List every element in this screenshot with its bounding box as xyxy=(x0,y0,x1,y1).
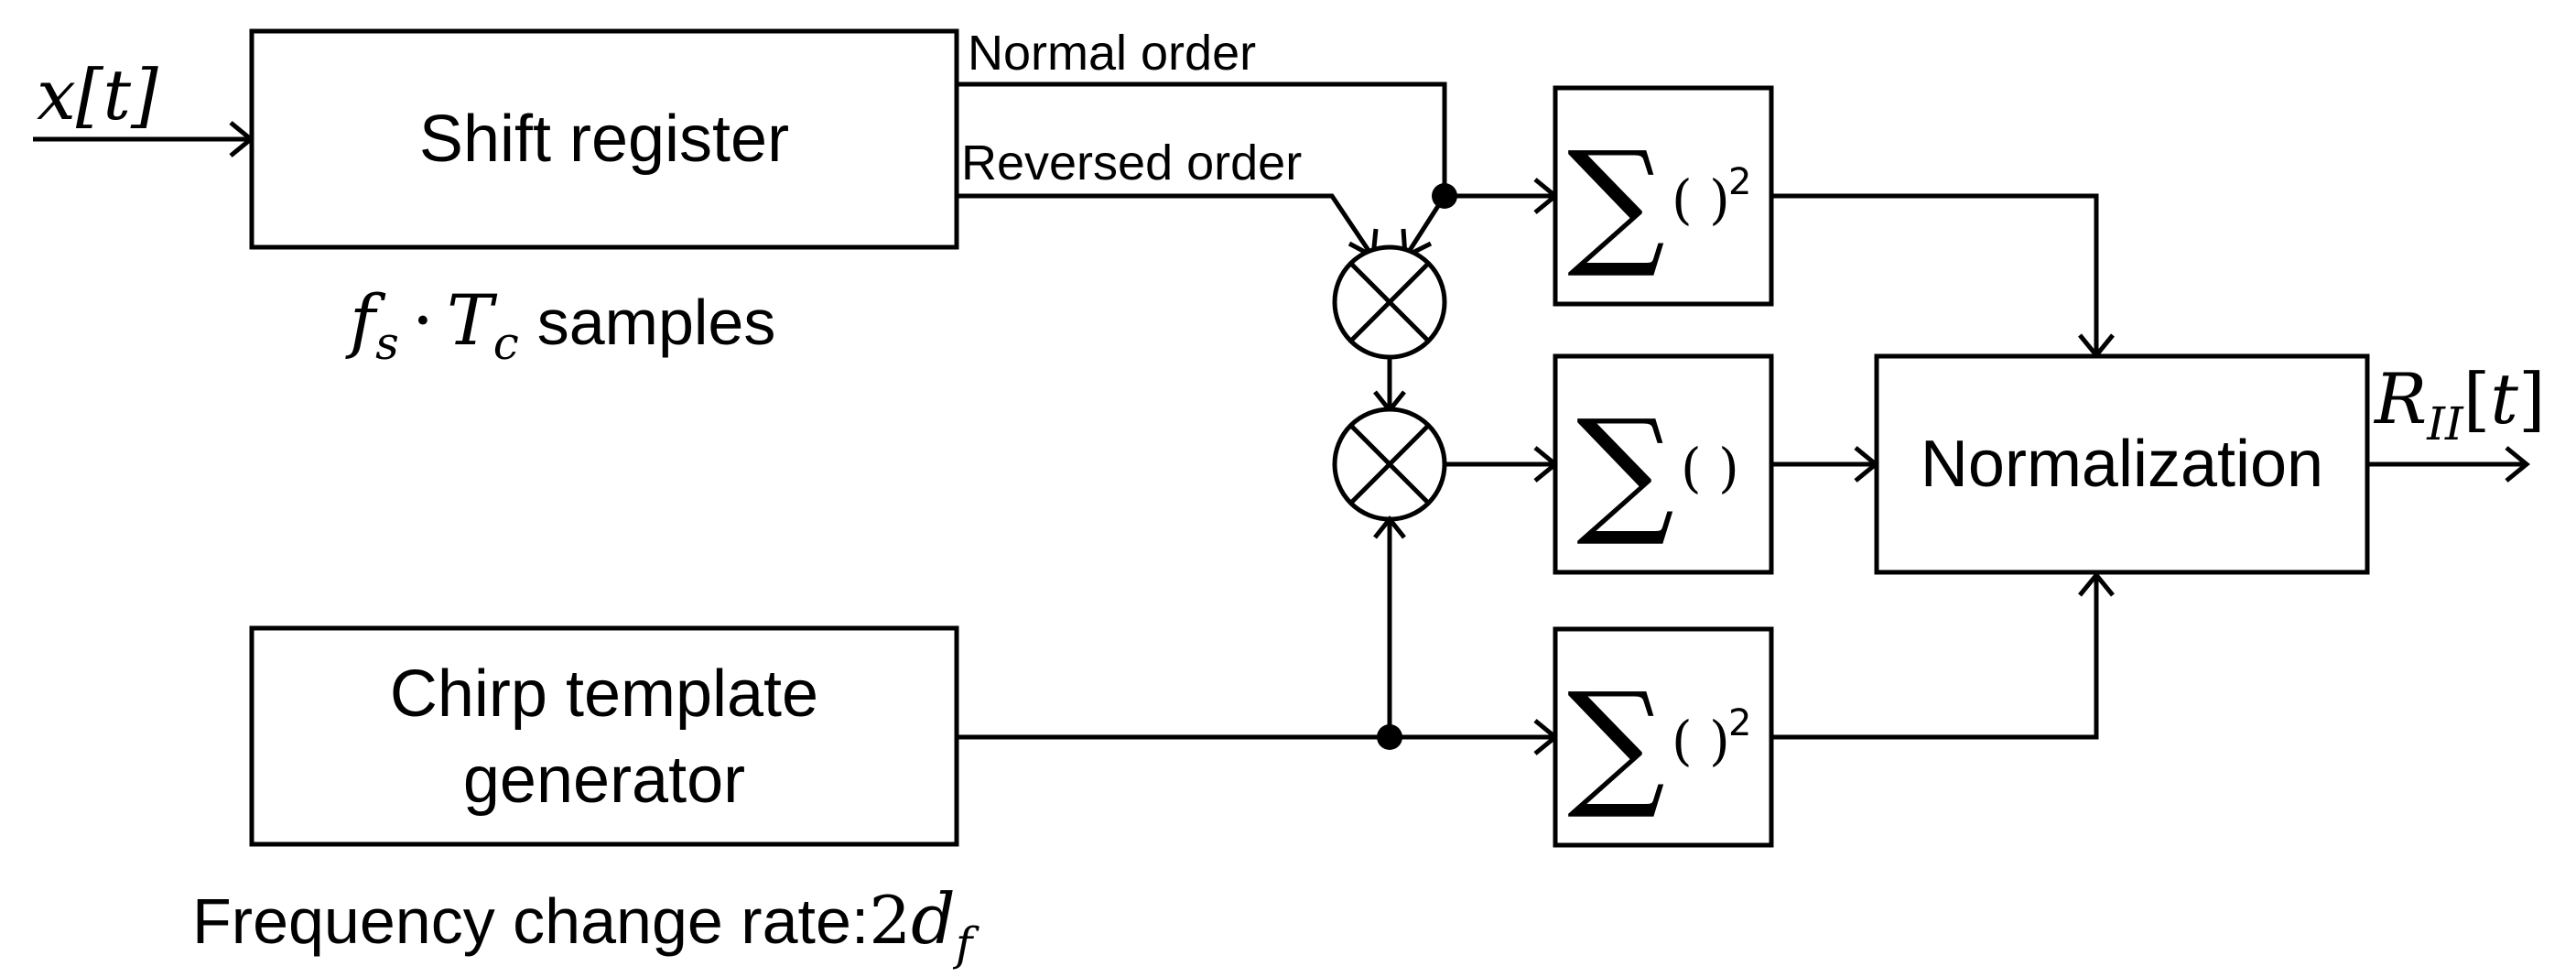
summer-top-sigma: ∑ xyxy=(1567,123,1665,282)
chirp-caption-text: Frequency change rate: xyxy=(192,885,869,957)
chirp-generator-block: Chirp template generator Frequency chang… xyxy=(192,625,980,971)
shift-register-box xyxy=(249,28,959,250)
caption-samples: samples xyxy=(537,287,776,358)
chirp-generator-label-line2: generator xyxy=(463,744,745,817)
summer-bottom-sigma: ∑ xyxy=(1567,664,1665,823)
input-open-bracket: [ xyxy=(76,54,104,136)
normalization-box xyxy=(1874,353,2370,575)
reversed-order-label: Reversed order xyxy=(961,136,1302,190)
summer-top-paren: ( ) xyxy=(1672,168,1730,231)
bottom-summer-to-norm-arrowhead xyxy=(2078,571,2115,597)
multiplier-middle-cross-b xyxy=(1349,424,1430,505)
output-arrowhead xyxy=(2505,446,2530,483)
chirp-caption-num: 2 xyxy=(869,882,911,959)
caption-t: T xyxy=(447,279,498,361)
output-signal: RII[t] xyxy=(2367,358,2546,483)
chirp-generator-caption: Frequency change rate:2df xyxy=(192,878,980,971)
caption-f-sub: s xyxy=(375,317,399,370)
summer-top-box xyxy=(1553,85,1774,307)
summer-middle-sigma: ∑ xyxy=(1576,391,1674,550)
input-symbol: x xyxy=(37,54,76,136)
summer-bottom: ∑ ( ) 2 xyxy=(1553,626,1774,848)
summer-bottom-paren: ( ) xyxy=(1672,710,1730,772)
summer-middle-paren: ( ) xyxy=(1681,437,1739,499)
summer-middle: ∑ ( ) xyxy=(1553,353,1774,575)
normal-to-mult-wire xyxy=(1404,194,1447,256)
summer-bottom-exponent: 2 xyxy=(1728,702,1751,744)
top-summer-to-norm-wire xyxy=(1771,193,2099,353)
chirp-caption-d: d xyxy=(911,878,956,960)
reversed-order-wire xyxy=(957,193,1374,256)
output-close-bracket: ] xyxy=(2518,358,2546,440)
chirp-generator-label-line1: Chirp template xyxy=(390,657,818,731)
shift-register-label: Shift register xyxy=(419,103,789,176)
input-arg: t xyxy=(103,54,132,136)
output-sub: II xyxy=(2426,397,2464,451)
svg-text:x[t]: x[t] xyxy=(37,54,158,136)
output-arg: t xyxy=(2490,358,2518,440)
multiplier-top-cross-b xyxy=(1349,262,1430,342)
input-close-bracket: ] xyxy=(130,54,158,136)
bottom-summer-to-norm-wire xyxy=(1771,577,2099,740)
summer-middle-box xyxy=(1553,353,1774,575)
normal-order-label: Normal order xyxy=(968,26,1256,81)
summer-top-exponent: 2 xyxy=(1728,161,1751,203)
normal-order-wire xyxy=(957,81,1553,199)
input-signal: x[t] xyxy=(33,54,254,157)
caption-dot: · xyxy=(412,279,434,361)
multiplier-middle xyxy=(1332,407,1447,522)
normalization-label: Normalization xyxy=(1921,428,2323,501)
chirp-caption-d-sub: f xyxy=(952,917,980,971)
normalization-block: Normalization xyxy=(1874,353,2370,575)
summer-top: ∑ ( ) 2 xyxy=(1553,85,1774,307)
multiplier-top xyxy=(1332,244,1447,360)
output-open-bracket: [ xyxy=(2463,358,2491,440)
chirp-to-mult-arrowhead xyxy=(1373,515,1406,539)
caption-t-sub: c xyxy=(493,317,519,370)
output-label: RII[t] xyxy=(2373,358,2546,451)
output-symbol: R xyxy=(2373,358,2427,440)
